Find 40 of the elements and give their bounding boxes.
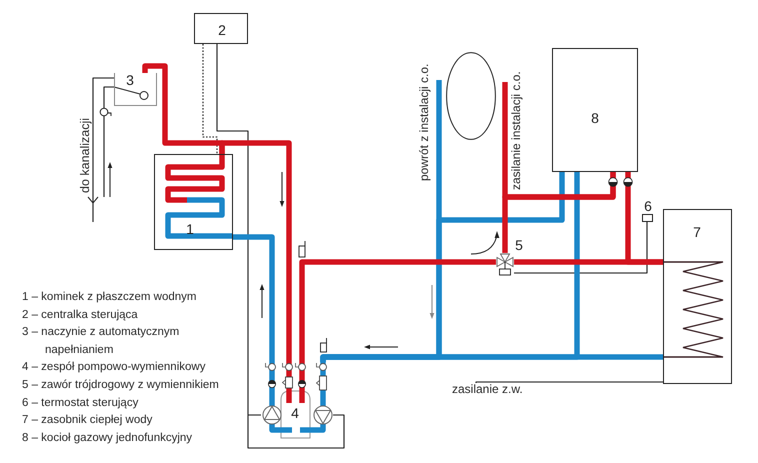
wire bbox=[514, 222, 648, 274]
key-text: 4 – zespół pompowo-wymiennikowy bbox=[22, 360, 206, 376]
node-number: 1 bbox=[186, 222, 194, 236]
pipe bbox=[320, 354, 663, 362]
boiler-box bbox=[552, 48, 638, 172]
three-way-valve-symbol bbox=[496, 253, 514, 276]
pipe bbox=[233, 234, 275, 362]
pipe-label: zasilanie z.w. bbox=[452, 383, 523, 397]
node-number: 8 bbox=[591, 111, 599, 125]
sensor-box bbox=[642, 214, 653, 222]
key-text: 8 – kocioł gazowy jednofunkcyjny bbox=[22, 430, 192, 446]
wire bbox=[88, 77, 114, 222]
node-number: 2 bbox=[218, 23, 226, 37]
wire bbox=[216, 43, 345, 449]
pipe bbox=[502, 82, 616, 200]
key-text: 5 – zawór trójdrogowy z wymiennikiem bbox=[22, 378, 219, 393]
pipe bbox=[219, 140, 292, 362]
callout-number: 6 bbox=[644, 199, 652, 213]
pipe-label: zasilanie instalacji c.o. bbox=[510, 71, 524, 190]
pipe bbox=[299, 259, 496, 362]
key-text: 7 – zasobnik ciepłej wody bbox=[22, 413, 152, 428]
tank-box bbox=[663, 209, 732, 384]
pipe bbox=[625, 172, 663, 265]
pipe-label: powrót z instalacji c.o. bbox=[418, 64, 432, 181]
wire bbox=[475, 381, 663, 384]
key-text: 6 – termostat sterujący bbox=[22, 396, 138, 411]
dotted-wire bbox=[202, 44, 218, 154]
node-number: 7 bbox=[693, 225, 701, 239]
fireplace-box bbox=[154, 154, 233, 250]
callout-number: 5 bbox=[515, 238, 523, 252]
key-text: 3 – naczynie z automatycznym napełnianiem bbox=[22, 325, 180, 358]
pipe-label: do kanalizacji bbox=[78, 118, 92, 193]
node-number: 3 bbox=[126, 73, 134, 87]
ellipse-symbol bbox=[446, 52, 496, 140]
key-text: 1 – kominek z płaszczem wodnym bbox=[22, 290, 196, 305]
node-number: 4 bbox=[291, 406, 299, 420]
wire bbox=[103, 86, 114, 197]
vessel-outline bbox=[114, 73, 157, 106]
controller-box bbox=[194, 13, 248, 44]
key-text: 2 – centralka sterująca bbox=[22, 308, 138, 323]
